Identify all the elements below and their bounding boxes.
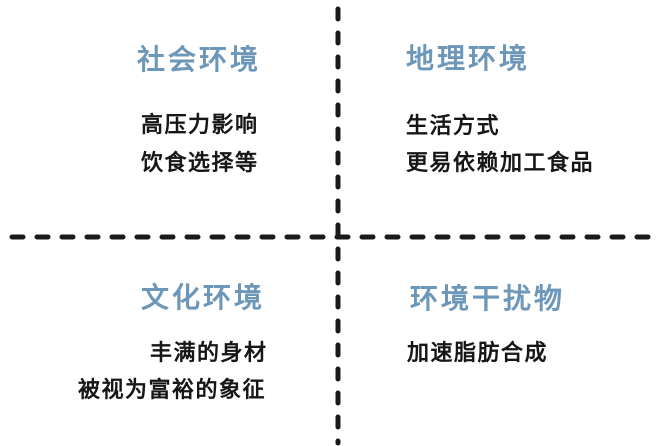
quadrant-note-geographic-1: 生活方式 xyxy=(406,114,501,139)
quadrant-note-social-2: 饮食选择等 xyxy=(141,151,259,176)
quadrant-note-cultural-1: 丰满的身材 xyxy=(150,341,268,366)
quadrant-title-environmental-disruptors: 环境干扰物 xyxy=(410,282,566,315)
quadrant-title-social-environment: 社会环境 xyxy=(137,43,262,76)
quadrant-title-geographic-environment: 地理环境 xyxy=(406,42,531,75)
quadrant-note-disruptors-1: 加速脂肪合成 xyxy=(407,341,549,366)
quadrant-note-geographic-2: 更易依赖加工食品 xyxy=(406,151,595,176)
quadrant-note-social-1: 高压力影响 xyxy=(141,113,259,138)
quadrant-title-cultural-environment: 文化环境 xyxy=(141,281,266,314)
quadrant-note-cultural-2: 被视为富裕的象征 xyxy=(78,378,267,403)
